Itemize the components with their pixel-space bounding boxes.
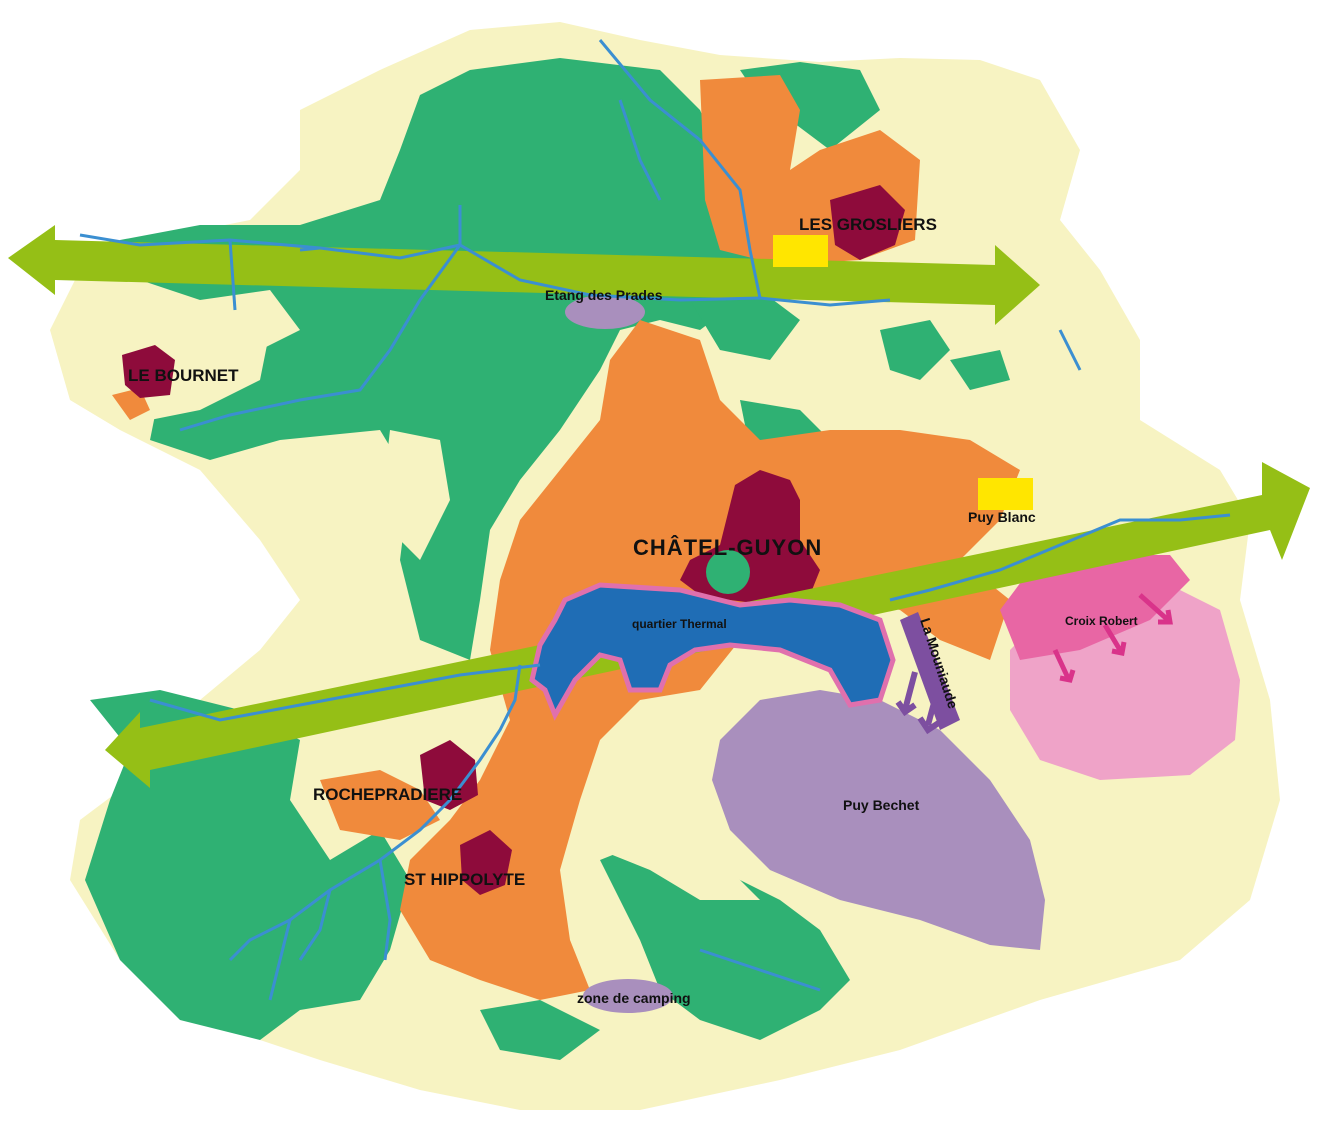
village-core-les-grosliers xyxy=(830,185,905,260)
arrow-north-axis xyxy=(8,225,1040,325)
yellow-marker-puy-blanc xyxy=(978,478,1033,510)
village-core-rochepradiere xyxy=(420,740,478,810)
quartier-thermal-area xyxy=(529,582,896,721)
village-core-le-bournet xyxy=(122,345,175,398)
yellow-marker-les-grosliers xyxy=(773,235,828,267)
la-mouniaude-strip xyxy=(895,612,960,735)
croix-robert-dark-zone xyxy=(1000,555,1190,660)
chatel-guyon-green-circle xyxy=(706,550,750,594)
label-chatel-guyon: CHÂTEL-GUYON xyxy=(633,535,822,560)
label-puy-blanc: Puy Blanc xyxy=(968,509,1036,525)
label-puy-bechet: Puy Bechet xyxy=(843,797,920,813)
zone-de-camping-area xyxy=(583,979,673,1013)
croix-robert-arrows xyxy=(1052,593,1173,683)
lavender-zones xyxy=(565,295,1045,1013)
label-croix-robert: Croix Robert xyxy=(1065,614,1138,628)
village-core-st-hippolyte xyxy=(460,830,512,895)
label-zone-de-camping: zone de camping xyxy=(577,990,691,1006)
etang-des-prades-area xyxy=(565,295,645,329)
label-st-hippolyte: ST HIPPOLYTE xyxy=(404,870,525,889)
rivers xyxy=(79,39,1231,1001)
label-etang-des-prades: Etang des Prades xyxy=(545,287,663,303)
label-les-grosliers: LES GROSLIERS xyxy=(799,215,937,234)
label-rochepradiere: ROCHEPRADIERE xyxy=(313,785,462,804)
puy-bechet-area xyxy=(712,690,1045,950)
label-quartier-thermal: quartier Thermal xyxy=(632,617,727,631)
label-le-bournet: LE BOURNET xyxy=(128,366,239,385)
forest-areas xyxy=(85,58,1010,1060)
